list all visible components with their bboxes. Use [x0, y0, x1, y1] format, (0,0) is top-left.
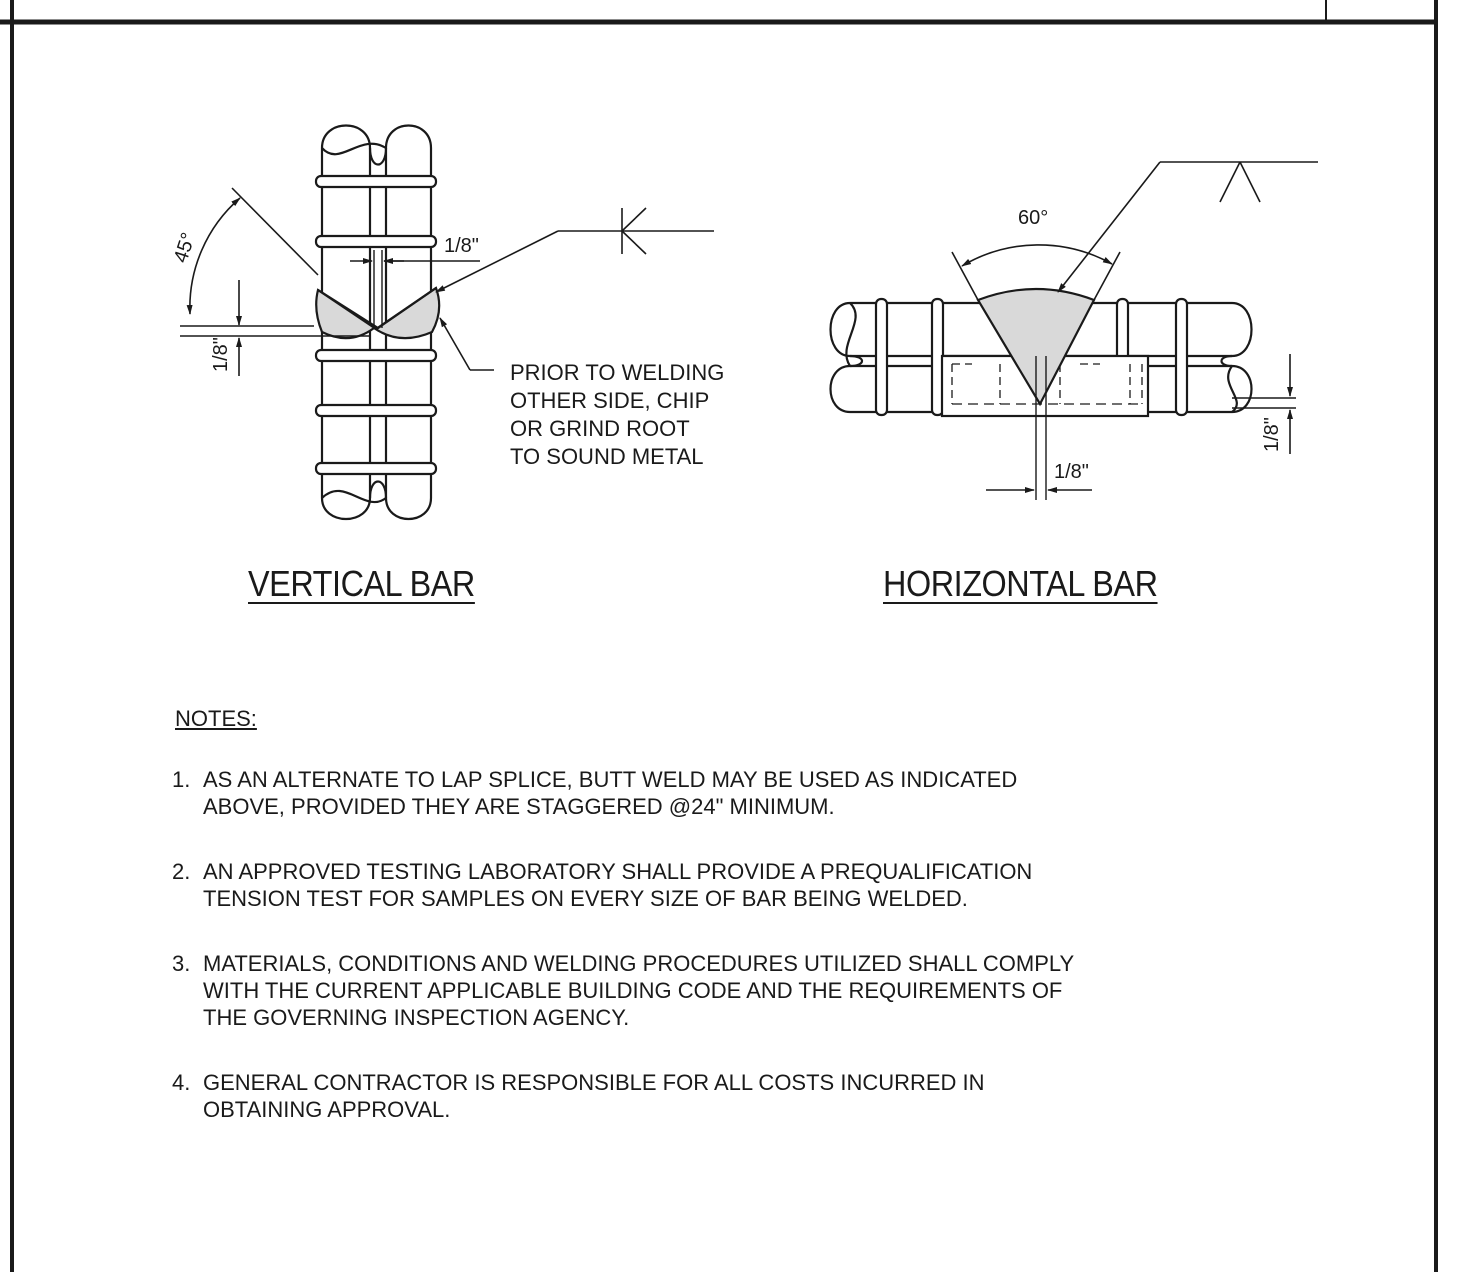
- horizontal-bar-title: HORIZONTAL BAR: [883, 563, 1158, 604]
- note-text: AS AN ALTERNATE TO LAP SPLICE, BUTT WELD…: [203, 767, 1018, 819]
- note-item: 3. MATERIALS, CONDITIONS AND WELDING PRO…: [172, 950, 1272, 1031]
- notes-title: NOTES:: [175, 706, 257, 731]
- note-item: 4. GENERAL CONTRACTOR IS RESPONSIBLE FOR…: [172, 1069, 1272, 1123]
- horizontal-angle-label: 60°: [1018, 207, 1048, 229]
- horizontal-bar-detail: [829, 161, 1318, 500]
- note-number: 1.: [172, 767, 191, 792]
- vertical-gap-dim-label: 1/8": [444, 235, 479, 257]
- note-number: 4.: [172, 1070, 191, 1095]
- vertical-bar-detail: [180, 124, 714, 520]
- note-item: 1. AS AN ALTERNATE TO LAP SPLICE, BUTT W…: [172, 766, 1272, 820]
- general-notes: NOTES: 1. AS AN ALTERNATE TO LAP SPLICE,…: [172, 706, 1272, 1161]
- note-number: 2.: [172, 859, 191, 884]
- vertical-callout-note: PRIOR TO WELDING OTHER SIDE, CHIP OR GRI…: [510, 360, 725, 469]
- vertical-root-dim-label: 1/8": [210, 337, 232, 372]
- note-number: 3.: [172, 951, 191, 976]
- note-text: GENERAL CONTRACTOR IS RESPONSIBLE FOR AL…: [203, 1070, 985, 1122]
- vertical-angle-label: 45°: [170, 230, 200, 266]
- note-text: MATERIALS, CONDITIONS AND WELDING PROCED…: [203, 951, 1075, 1030]
- note-item: 2. AN APPROVED TESTING LABORATORY SHALL …: [172, 858, 1272, 912]
- vertical-bar-title: VERTICAL BAR: [248, 563, 475, 604]
- note-text: AN APPROVED TESTING LABORATORY SHALL PRO…: [203, 859, 1033, 911]
- horizontal-root-dim-label: 1/8": [1054, 461, 1089, 483]
- horizontal-gap-dim-label: 1/8": [1261, 417, 1283, 452]
